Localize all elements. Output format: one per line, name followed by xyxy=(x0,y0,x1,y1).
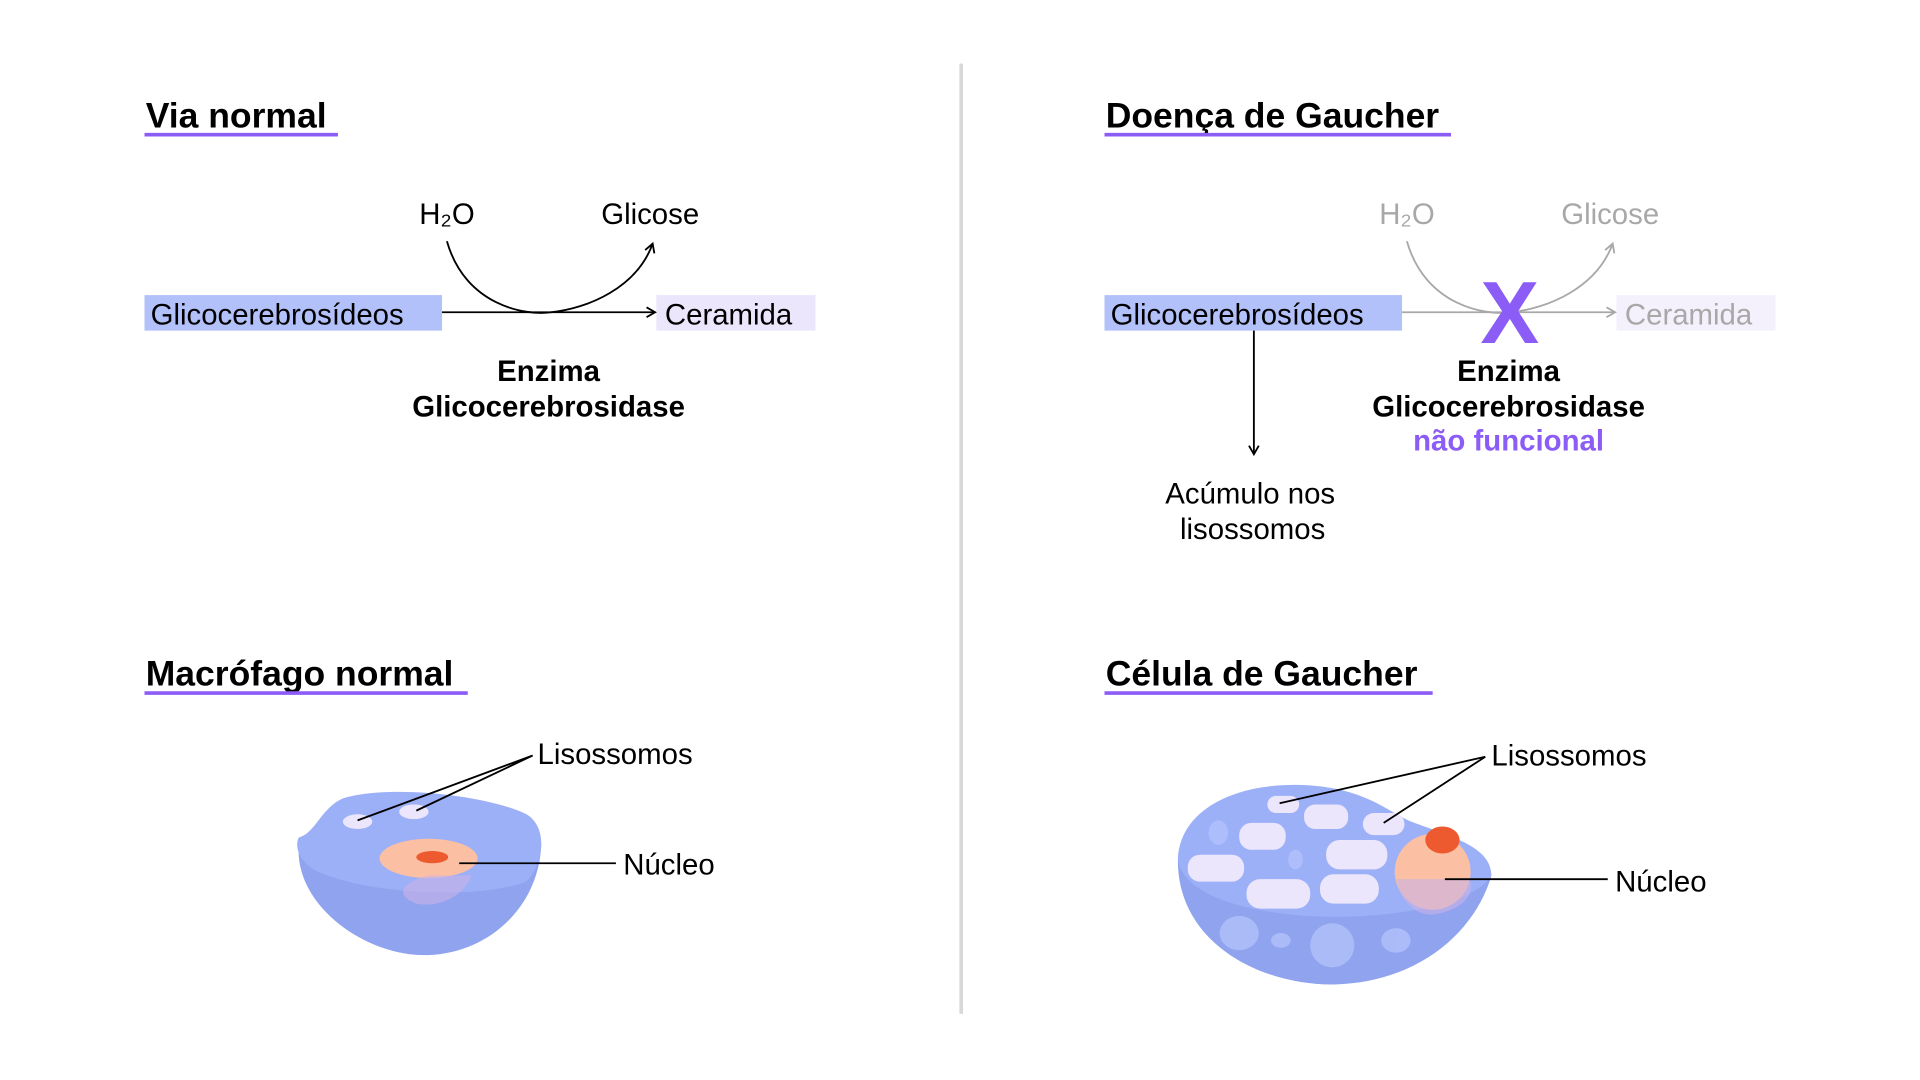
lysosomes-label: Lisossomos xyxy=(538,738,693,771)
nucleolus xyxy=(416,851,449,864)
normal-cell-section: Macrófago normal Lisossomos Núcleo xyxy=(144,654,715,956)
section-title: Macrófago normal xyxy=(146,654,454,694)
section-title: Célula de Gaucher xyxy=(1106,654,1418,694)
substrate-label: Glicocerebrosídeos xyxy=(1111,298,1364,331)
enzyme-name: Glicocerebrosidase xyxy=(1372,390,1645,423)
enzyme-name: Glicocerebrosidase xyxy=(412,390,685,423)
enzyme-status: não funcional xyxy=(1413,425,1604,458)
substrate-highlight xyxy=(144,295,443,331)
gaucher-cell-section: Célula de Gaucher xyxy=(1104,654,1707,985)
normal-pathway: Via normal H₂O Glicose Glicocerebrosídeo… xyxy=(144,95,816,423)
glucose-label: Glicose xyxy=(1561,198,1659,231)
lysosome-pointer xyxy=(357,754,534,822)
blocked-x-icon: X xyxy=(1480,263,1539,362)
hydrolysis-arc xyxy=(1406,240,1616,314)
product-highlight xyxy=(1616,295,1776,331)
water-label: H₂O xyxy=(419,198,474,231)
product-label: Ceramida xyxy=(665,298,793,331)
nucleus-label: Núcleo xyxy=(1615,865,1706,898)
water-label: H₂O xyxy=(1379,198,1434,231)
lysosomes xyxy=(1187,795,1405,909)
accumulation-label-2: lisossomos xyxy=(1180,513,1325,546)
substrate-label: Glicocerebrosídeos xyxy=(151,298,404,331)
nucleolus xyxy=(1425,826,1460,854)
product-highlight xyxy=(656,295,816,331)
nucleus-label: Núcleo xyxy=(623,848,714,881)
lysosomes-label: Lisossomos xyxy=(1491,739,1646,772)
product-label: Ceramida xyxy=(1625,298,1753,331)
macrophage-illustration xyxy=(297,791,542,956)
section-title: Via normal xyxy=(146,95,327,135)
lysosome-pointer xyxy=(1279,755,1486,824)
hydrolysis-arc xyxy=(446,240,656,314)
substrate-highlight xyxy=(1104,295,1403,331)
glucose-label: Glicose xyxy=(601,198,699,231)
accumulation-label: Acúmulo nos xyxy=(1165,477,1335,510)
enzyme-label: Enzima xyxy=(497,355,601,388)
gaucher-pathway: Doença de Gaucher H₂O Glicose Glicocereb… xyxy=(1104,95,1776,546)
section-title: Doença de Gaucher xyxy=(1106,95,1440,135)
enzyme-label: Enzima xyxy=(1457,355,1561,388)
gaucher-cell-illustration xyxy=(1177,784,1492,985)
